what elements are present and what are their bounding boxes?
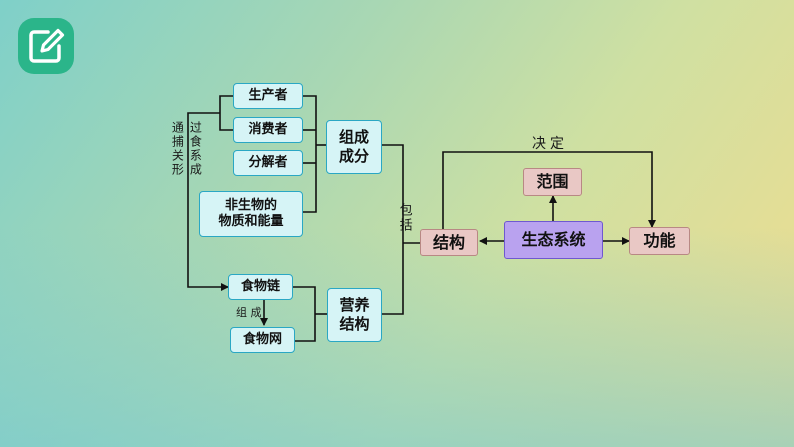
function-label: 功能 (643, 231, 676, 250)
trophic-structure-label: 营养结构 (339, 296, 370, 333)
producer-label: 生产者 (248, 87, 288, 103)
predation-label-col2: 过食系成 (188, 121, 203, 177)
consumer-label: 消费者 (248, 121, 288, 137)
producer-node: 生产者 (233, 83, 303, 109)
abiotic-label-line1: 非生物的 (224, 197, 277, 213)
food-web-label: 食物网 (242, 331, 282, 347)
edit-note-icon (18, 18, 74, 74)
structure-label: 结构 (432, 232, 465, 252)
structure-node: 结构 (420, 229, 478, 256)
consumer-node: 消费者 (233, 117, 303, 143)
composition-node: 组成成分 (326, 120, 382, 174)
scope-node: 范围 (523, 168, 582, 196)
trophic-structure-node: 营养结构 (327, 288, 382, 342)
abiotic-node: 非生物的 物质和能量 (199, 191, 303, 237)
decomposer-label: 分解者 (248, 154, 288, 170)
background-gradient (0, 227, 794, 447)
compose-label: 组 成 (236, 306, 262, 319)
food-web-node: 食物网 (230, 327, 295, 353)
decomposer-node: 分解者 (233, 150, 303, 176)
food-chain-label: 食物链 (240, 278, 280, 294)
function-node: 功能 (629, 227, 690, 255)
composition-label: 组成成分 (338, 128, 369, 165)
abiotic-label-line2: 物质和能量 (218, 214, 284, 229)
ecosystem-node: 生态系统 (504, 221, 603, 259)
include-label: 包括 (396, 203, 412, 233)
food-chain-node: 食物链 (228, 274, 293, 300)
scope-label: 范围 (536, 172, 569, 191)
predation-label-col1: 通捕关形 (170, 121, 185, 177)
ecosystem-label: 生态系统 (521, 230, 586, 249)
determine-label: 决定 (532, 136, 568, 152)
